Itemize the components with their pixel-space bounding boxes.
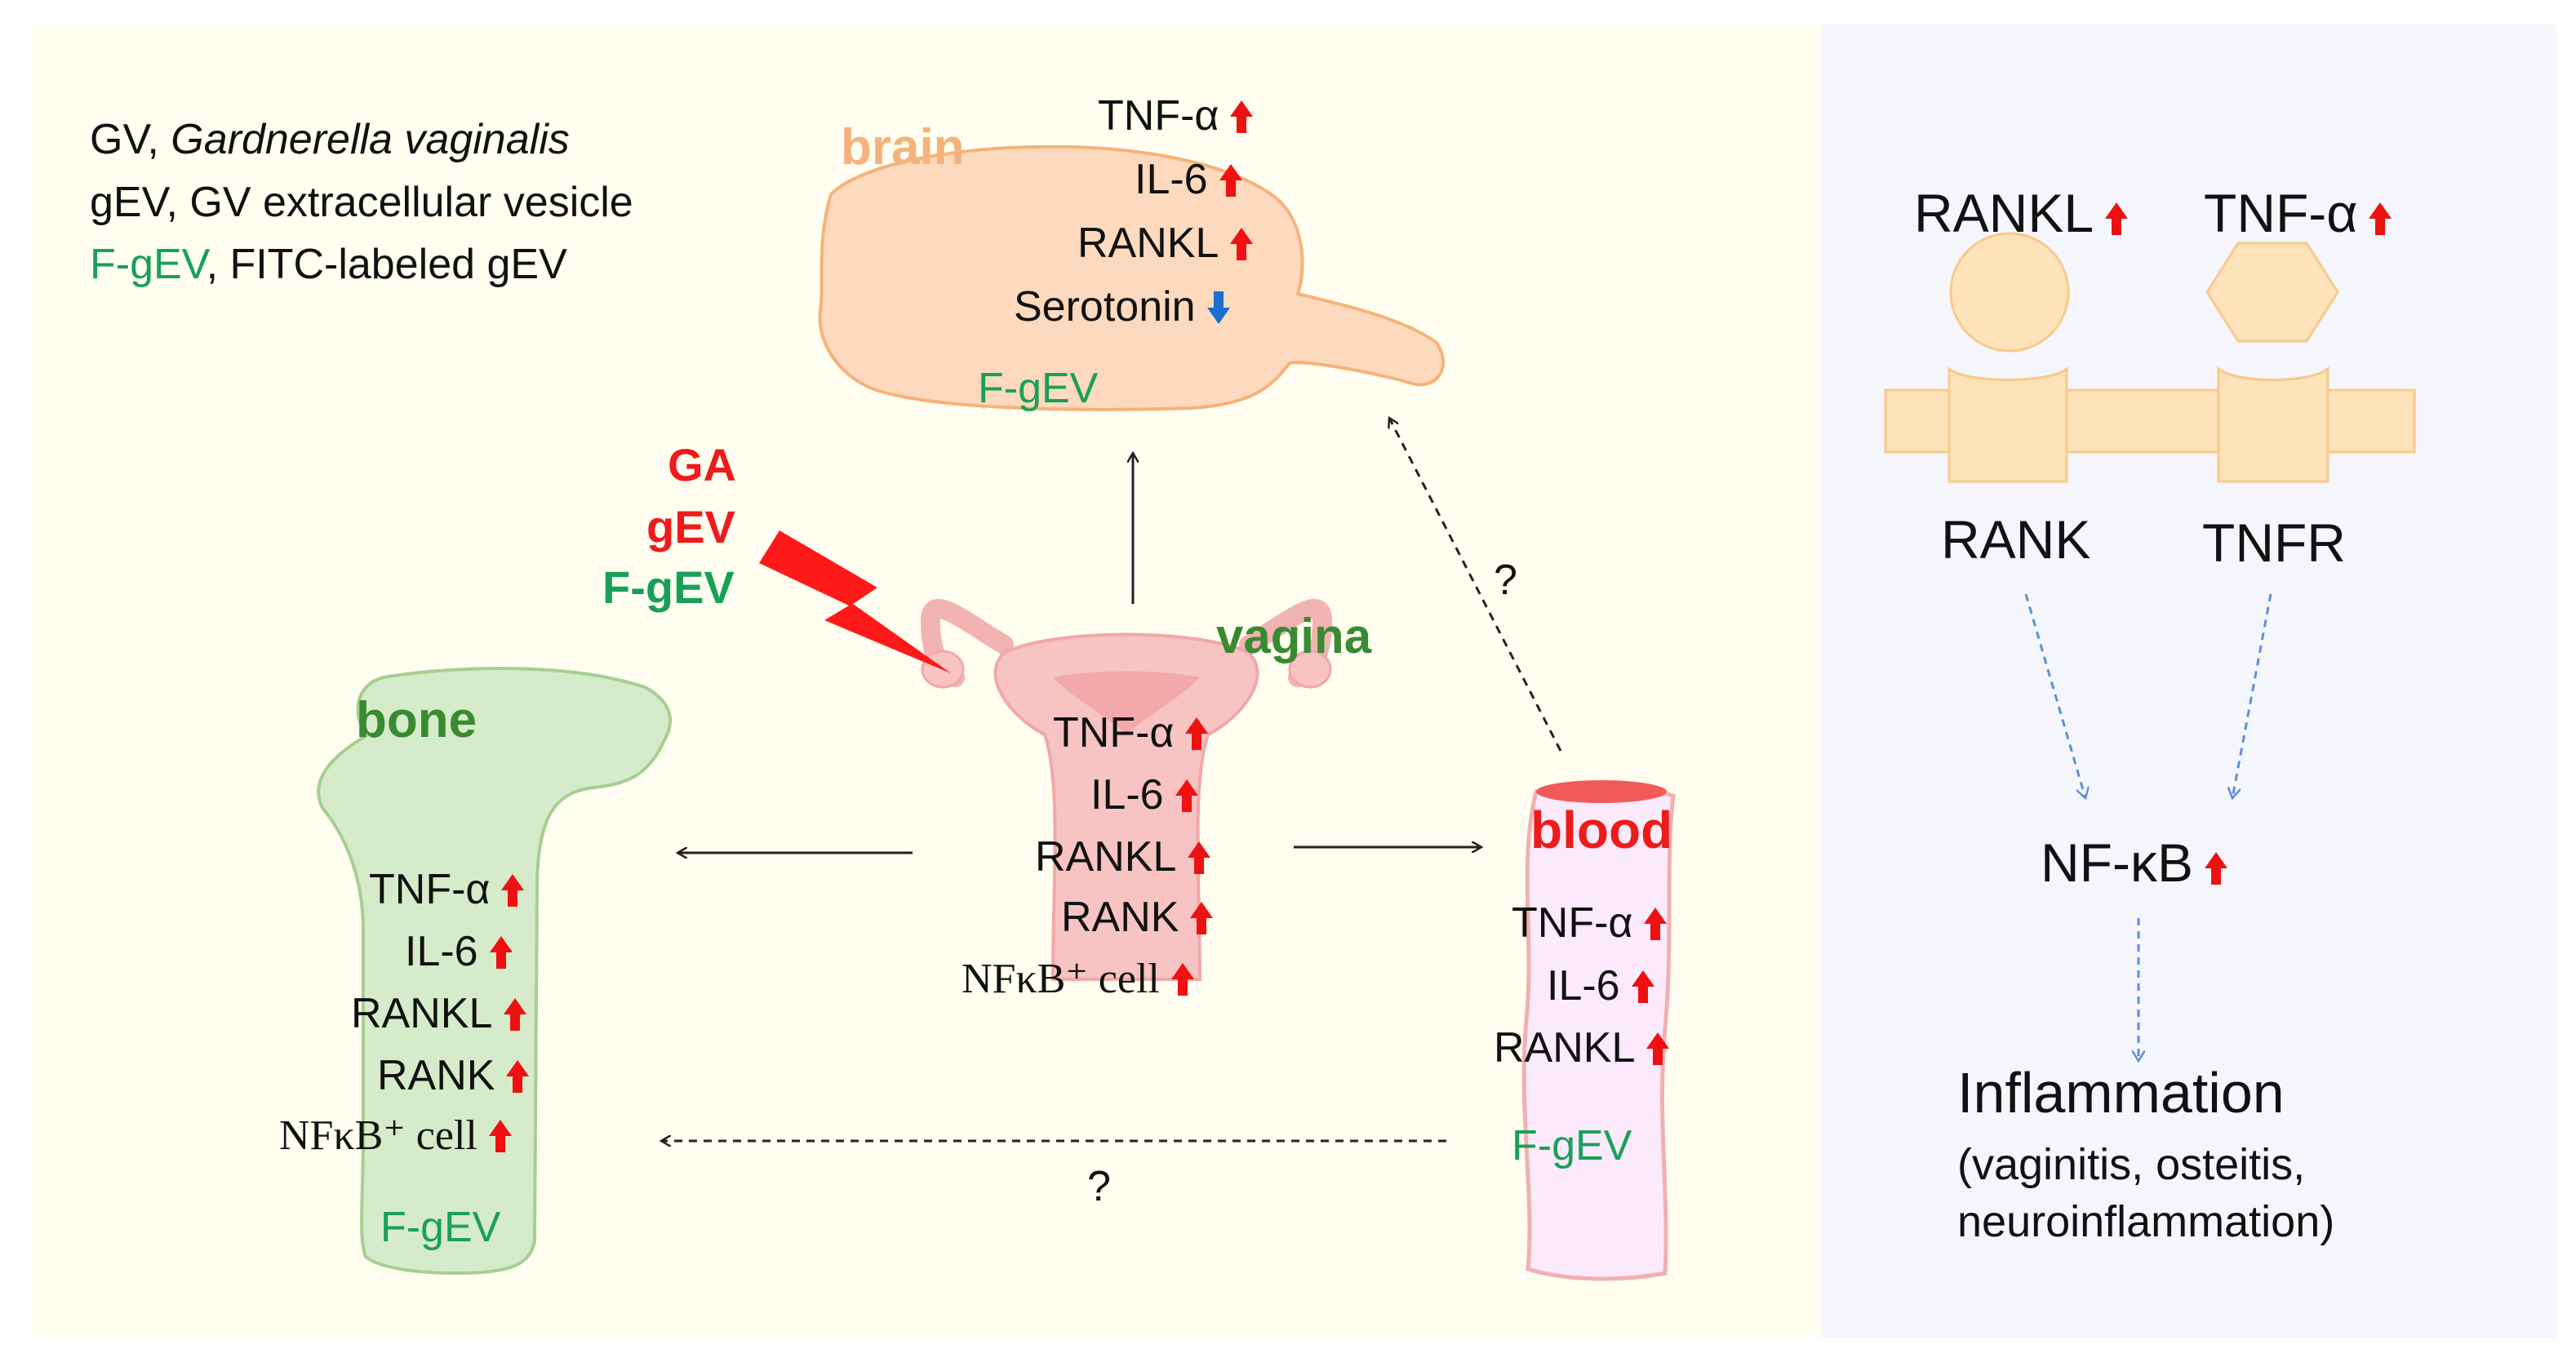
blood-marker-tnfa: TNF-α (1512, 899, 1668, 947)
pathway-rank-label: RANK (1941, 509, 2091, 570)
pathway-tnfr-label: TNFR (2202, 513, 2346, 573)
pathway-rankl: RANKL (1914, 183, 2129, 243)
brain-marker-rankl: RANKL (1077, 220, 1254, 267)
bone-marker-rank: RANK (377, 1052, 530, 1099)
vagina-marker-il6: IL-6 (1090, 774, 1198, 816)
vagina-marker-rank-label: RANK (1061, 894, 1179, 941)
blood-marker-il6-label: IL-6 (1547, 962, 1620, 1010)
vagina-marker-nfkb-label: NFκB⁺ cell (962, 956, 1160, 1002)
blood-marker-rankl: RANKL (1494, 1024, 1670, 1072)
up-arrow-icon (504, 998, 527, 1031)
up-arrow-icon (488, 1120, 512, 1152)
pathway-outcome: Inflammation (1957, 1061, 2285, 1125)
vagina-title: vagina (1216, 609, 1372, 663)
legend-gv-full: Gardnerella vaginalis (171, 116, 570, 163)
up-arrow-icon (1175, 779, 1198, 812)
legend-fgev-abbr: F-gEV (90, 241, 207, 288)
pathway-nfkb: NF-κB (2041, 836, 2227, 890)
vagina-marker-nfkb: NFκB⁺ cell (962, 958, 1194, 1001)
lightning-bolt-shape (759, 530, 951, 673)
up-arrow-icon (1230, 228, 1254, 260)
pathway-outcome-detail-1: (vaginitis, osteitis, (1957, 1140, 2306, 1189)
bone-marker-tnfa: TNF-α (369, 866, 525, 913)
blood-marker-tnfa-label: TNF-α (1512, 899, 1633, 947)
up-arrow-icon (1185, 717, 1209, 750)
treatment-fgev: F-gEV (602, 561, 735, 613)
pathway-outcome-detail-2: neuroinflammation) (1957, 1197, 2335, 1246)
up-arrow-icon (2369, 202, 2392, 235)
legend-fgev: F-gEV, FITC-labeled gEV (90, 243, 567, 286)
up-arrow-icon (1190, 902, 1214, 934)
brain-marker-tnfa-label: TNF-α (1098, 92, 1219, 140)
down-arrow-icon (1206, 291, 1230, 324)
up-arrow-icon (1230, 100, 1254, 133)
vagina-marker-tnfa-label: TNF-α (1053, 709, 1175, 757)
blood-fgev: F-gEV (1512, 1122, 1632, 1169)
brain-marker-tnfa: TNF-α (1098, 92, 1254, 140)
up-arrow-icon (501, 874, 525, 907)
bone-marker-tnfa-label: TNF-α (369, 866, 491, 913)
tnfr-receptor-shape (2217, 366, 2330, 483)
treatment-ga: GA (668, 439, 736, 490)
brain-marker-serotonin: Serotonin (1014, 286, 1230, 328)
vagina-marker-rankl-label: RANKL (1035, 833, 1177, 881)
bone-marker-rank-label: RANK (377, 1052, 495, 1099)
bone-marker-nfkb: NFκB⁺ cell (279, 1115, 512, 1157)
vagina-marker-rank: RANK (1061, 894, 1214, 941)
up-arrow-icon (1644, 908, 1668, 940)
bone-fgev: F-gEV (380, 1204, 501, 1251)
brain-title: brain (841, 119, 965, 175)
bone-marker-il6: IL-6 (405, 930, 513, 973)
blood-marker-rankl-label: RANKL (1494, 1024, 1636, 1072)
blood-to-brain-unknown: ? (1494, 557, 1517, 604)
pathway-nfkb-label: NF-κB (2041, 832, 2193, 893)
brain-marker-rankl-label: RANKL (1077, 220, 1219, 267)
brain-fgev: F-gEV (978, 365, 1099, 412)
legend-gev: gEV, GV extracellular vesicle (90, 179, 633, 226)
up-arrow-icon (2105, 202, 2129, 235)
pathway-rankl-label: RANKL (1914, 183, 2094, 243)
pathway-tnfa-label: TNF-α (2204, 183, 2358, 243)
right-panel (1822, 24, 2556, 1338)
up-arrow-icon (1646, 1032, 1670, 1065)
blood-to-bone-unknown: ? (1087, 1163, 1111, 1210)
bone-marker-rankl-label: RANKL (351, 990, 493, 1037)
blood-marker-il6: IL-6 (1547, 965, 1654, 1007)
up-arrow-icon (1188, 841, 1211, 874)
up-arrow-icon (1219, 164, 1242, 197)
up-arrow-icon (1631, 970, 1654, 1003)
brain-shape (818, 144, 1446, 411)
up-arrow-icon (489, 936, 513, 969)
vagina-marker-rankl: RANKL (1035, 833, 1211, 881)
vagina-marker-tnfa: TNF-α (1053, 709, 1209, 757)
blood-vessel-shape (1521, 783, 1676, 1281)
brain-marker-il6: IL-6 (1135, 158, 1242, 201)
bone-marker-nfkb-label: NFκB⁺ cell (279, 1112, 477, 1159)
bone-shape (317, 666, 672, 1276)
brain-marker-il6-label: IL-6 (1135, 156, 1208, 203)
rank-receptor-shape (1948, 366, 2068, 483)
pathway-tnfa: TNF-α (2204, 186, 2392, 240)
legend-fgev-rest: , FITC-labeled gEV (206, 241, 567, 288)
treatment-gev: gEV (646, 501, 735, 553)
up-arrow-icon (506, 1060, 530, 1093)
bone-marker-rankl: RANKL (351, 990, 527, 1037)
bone-title: bone (356, 692, 477, 748)
legend-gv-abbr: GV, (90, 116, 171, 163)
up-arrow-icon (2204, 852, 2227, 885)
rankl-ligand-shape (1949, 232, 2070, 353)
bone-marker-il6-label: IL-6 (405, 928, 478, 975)
legend-gv: GV, Gardnerella vaginalis (90, 118, 570, 161)
up-arrow-icon (1170, 963, 1194, 996)
brain-marker-serotonin-label: Serotonin (1014, 283, 1196, 331)
vagina-marker-il6-label: IL-6 (1090, 771, 1164, 819)
tnfa-ligand-shape (2205, 242, 2339, 343)
blood-title: blood (1530, 801, 1673, 859)
